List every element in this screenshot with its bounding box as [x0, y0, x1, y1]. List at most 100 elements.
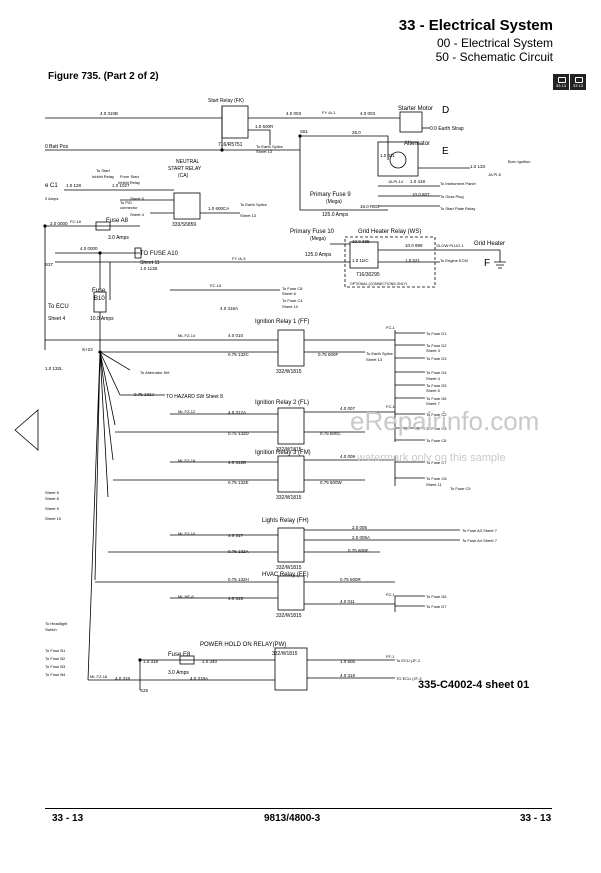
- start-relay-part: 716/R5751: [218, 142, 243, 148]
- splice-label: S81: [300, 129, 309, 134]
- wire-label: 4.0 010: [228, 333, 244, 338]
- wire-label: 1.0 340: [202, 659, 218, 664]
- mega9-label: (Mega): [326, 199, 342, 205]
- dest-label: To Fuse B1: [45, 648, 66, 653]
- wire-label: 10.0 335: [352, 239, 370, 244]
- wire-label: 1.0 600CA: [208, 206, 229, 211]
- wire-label: 0.75 132A: [228, 549, 249, 554]
- wire-label: 1.0 411: [380, 153, 395, 158]
- dest-label: Sheet 7: [426, 401, 441, 406]
- wire-label: 1.0 11IC: [352, 258, 369, 263]
- starter-letter: D: [442, 105, 449, 116]
- connector-label: FY /A-1: [322, 110, 336, 115]
- wire-label: 4.0 011: [340, 599, 355, 604]
- section-tab[interactable]: 33 13: [553, 74, 569, 90]
- connector-label: FC-1: [386, 592, 396, 597]
- dest-label: Sheet 6: [282, 291, 297, 296]
- dest-label: Sheet 6: [45, 490, 60, 495]
- amps-e8-label: 3.0 Amps: [168, 670, 189, 676]
- dest-label: Sheet 10: [282, 304, 299, 309]
- wire-label: 1.0 318: [143, 659, 159, 664]
- dest-label: To Fuse D4: [426, 370, 447, 375]
- dest-label: To Glow Plug: [440, 194, 464, 199]
- tab-label: 33 13: [555, 83, 566, 88]
- wire-label: 0.75 600R: [340, 577, 362, 582]
- dest-label: Sheet 5: [130, 196, 145, 201]
- dest-label: connector: [120, 205, 138, 210]
- wire-label: 4.0 007: [340, 406, 356, 411]
- connector-label: GLOW PLUG-1: [436, 243, 465, 248]
- wire-label: 1.0 418: [410, 179, 426, 184]
- dest-label: To Earth Splice: [240, 202, 268, 207]
- grid-relay-part: 716/30295: [356, 272, 380, 278]
- wire-label: 1.0 521: [405, 258, 421, 263]
- wire-label: 1.0 133: [470, 164, 486, 169]
- dest-label: Sheet 8: [45, 496, 60, 501]
- connector-label: ML FZ-18: [90, 674, 108, 679]
- dest-label: To Engine ECM: [440, 258, 468, 263]
- primary-fuse9-label: Primary Fuse 9: [310, 192, 351, 198]
- footer-divider: [45, 808, 552, 809]
- wire-label: 0.75 132E: [228, 480, 249, 485]
- dest-label: e C1: [45, 183, 58, 189]
- dest-label: Inhibit Relay: [118, 180, 140, 185]
- dest-label: TO HAZARD SW Sheet 8: [166, 394, 223, 400]
- sheet-reference: 335-C4002-4 sheet 01: [418, 679, 530, 691]
- wire-label: 0.75 600E: [348, 548, 369, 553]
- tab-page-icon: [575, 77, 583, 83]
- dest-label: To Fuse C3: [426, 426, 447, 431]
- wire-label: 4.0 315: [228, 596, 244, 601]
- wire-label: 0.75 600W: [320, 480, 343, 485]
- wire-label: 0.75 132H: [228, 577, 249, 582]
- connector-labels: FY /A-1 FY /A-3 FC-15 FC-16 ML FZ-14 ML …: [70, 110, 502, 679]
- ignition-relay2-label: Ignition Relay 2 (FL): [255, 400, 309, 406]
- grid-heater-letter: F: [484, 258, 490, 269]
- wire-label: 1.0 132L: [45, 366, 63, 371]
- dest-label: Sheet 13: [256, 149, 273, 154]
- wire-label: 10.0 899: [405, 243, 423, 248]
- dest-label: To ECU: [48, 304, 69, 310]
- dest-label: To Fuse C8: [282, 286, 303, 291]
- dest-label: Switch: [45, 627, 57, 632]
- footer-page-right: 33 - 13: [520, 813, 552, 824]
- dest-label: TO FUSE A10: [140, 251, 179, 257]
- dest-label: Sheet 3: [426, 348, 441, 353]
- section-subtitle-1: 00 - Electrical System: [436, 36, 553, 50]
- wire-label: 0.75 600F: [318, 352, 339, 357]
- wire-label: 4.0 312A: [228, 410, 246, 415]
- lights-part: 332/W1815: [276, 565, 302, 571]
- footer-doc-number: 9813/4800-3: [264, 813, 321, 824]
- amps-b10-label: 10.0 Amps: [90, 316, 114, 322]
- dest-label: To Earth Splice: [366, 351, 394, 356]
- figure-title: Figure 735. (Part 2 of 2): [48, 71, 159, 82]
- connector-label: FC-1: [386, 404, 396, 409]
- lights-relay-label: Lights Relay (FH): [262, 518, 309, 524]
- ign2-part: 332/W1815: [276, 447, 302, 453]
- section-tab[interactable]: 33 13: [570, 74, 586, 90]
- neutral-part: 333/S5859: [172, 222, 196, 228]
- wire-label: 4.0 003: [360, 111, 376, 116]
- connector-label: JA PI-14: [388, 179, 404, 184]
- neutral-label: NEUTRAL: [176, 159, 200, 165]
- alternator-letter: E: [442, 146, 449, 157]
- optional-connections-label: OPTIONAL (CONNECTIONS ONLY): [350, 282, 407, 286]
- connector-label: FC-16: [70, 219, 82, 224]
- ign3-part: 332/W1815: [276, 495, 302, 501]
- wire-label: 4.0 316A: [220, 306, 238, 311]
- dest-label: Sheet 4: [130, 212, 145, 217]
- dest-label: To Fuse A3 Sheet 7: [462, 528, 498, 533]
- dest-label: To Fuse D1: [426, 331, 447, 336]
- dest-label: Sheet 10: [45, 516, 62, 521]
- wire-label: 1.0 111B: [140, 266, 157, 271]
- dest-label: To Fuse D7: [426, 604, 447, 609]
- fuse-b10-number: B10: [94, 296, 105, 302]
- power-hold-relay-label: POWER HOLD ON RELAY(PW): [200, 642, 286, 648]
- section-title: 33 - Electrical System: [398, 17, 553, 34]
- dest-label: Sheet 4: [48, 316, 65, 322]
- connector-label: FY /A-3: [232, 256, 246, 261]
- section-subtitle-2: 50 - Schematic Circuit: [435, 50, 553, 64]
- watermark: eRepairinfo.com: [350, 406, 540, 436]
- dest-label: To Fuse B2: [45, 656, 66, 661]
- dest-label: Sheet 11: [140, 260, 160, 266]
- dest-label: To Fuse C9: [450, 486, 471, 491]
